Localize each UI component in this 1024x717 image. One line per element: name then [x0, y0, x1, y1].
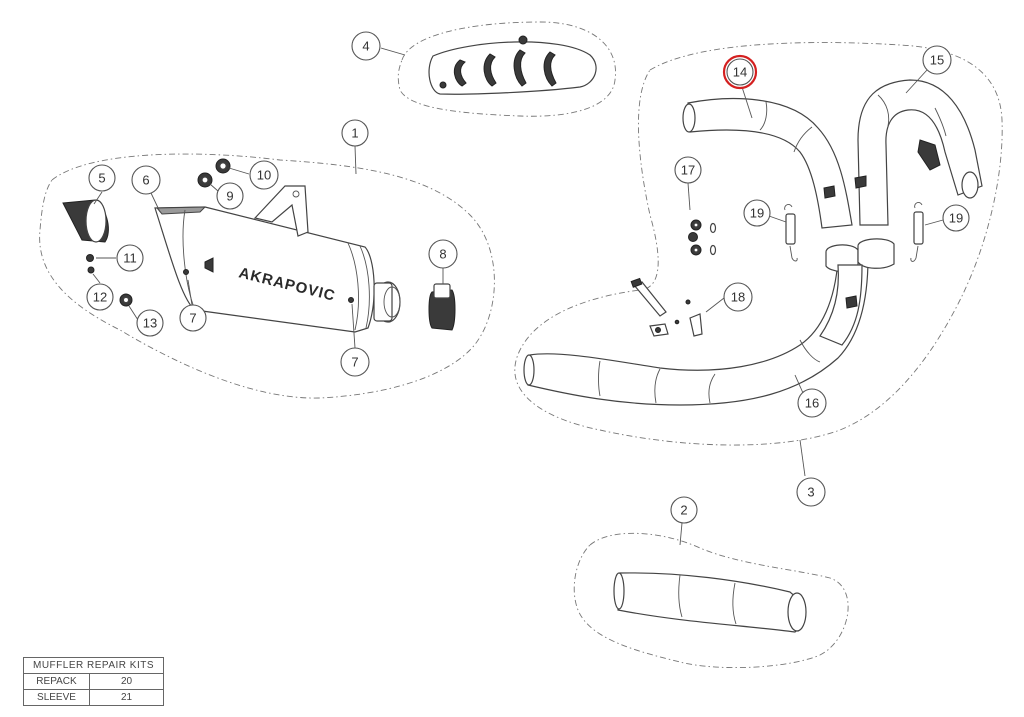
- springs: [784, 201, 924, 262]
- hardware-kit-17: [688, 219, 717, 256]
- callout-17: 17: [674, 156, 702, 184]
- svg-text:17: 17: [681, 163, 695, 178]
- svg-text:4: 4: [362, 39, 369, 54]
- callout-13: 13: [136, 309, 164, 337]
- svg-text:18: 18: [731, 290, 745, 305]
- svg-text:16: 16: [805, 396, 819, 411]
- svg-text:1: 1: [351, 126, 358, 141]
- collector-pipe-16: [523, 238, 895, 406]
- svg-text:11: 11: [123, 251, 137, 266]
- group-outline-muffler: [39, 153, 495, 399]
- svg-text:19: 19: [949, 211, 963, 226]
- repair-kits-title-row: MUFFLER REPAIR KITS: [23, 657, 164, 674]
- repair-kit-name: REPACK: [23, 673, 90, 690]
- svg-text:7: 7: [189, 311, 196, 326]
- callout-9: 9: [216, 182, 244, 210]
- svg-text:9: 9: [226, 189, 233, 204]
- svg-text:14: 14: [733, 65, 747, 80]
- callout-2: 2: [670, 496, 698, 524]
- svg-text:2: 2: [680, 503, 687, 518]
- clamp: [428, 283, 456, 331]
- end-cap: [62, 199, 109, 243]
- svg-text:8: 8: [439, 247, 446, 262]
- repair-kit-number: 20: [89, 673, 164, 690]
- svg-text:5: 5: [98, 171, 105, 186]
- heat-shield: [428, 35, 597, 95]
- callout-6: 6: [131, 165, 161, 195]
- repair-kit-number: 21: [89, 689, 164, 706]
- repair-kit-row: REPACK 20: [23, 673, 164, 690]
- callout-8: 8: [428, 239, 458, 269]
- callout-7-right: 7: [340, 347, 370, 377]
- callout-4: 4: [351, 31, 381, 61]
- callout-19-right: 19: [942, 204, 970, 232]
- callout-11: 11: [116, 244, 144, 272]
- svg-text:13: 13: [143, 316, 157, 331]
- svg-text:7: 7: [351, 355, 358, 370]
- header-pipe-15: [854, 79, 983, 226]
- callout-1: 1: [341, 119, 369, 147]
- header-pipe-14: [682, 98, 853, 229]
- hardware-kit-18: [630, 277, 703, 337]
- callout-15: 15: [922, 45, 952, 75]
- repair-kits-title: MUFFLER REPAIR KITS: [23, 657, 164, 674]
- callout-3: 3: [796, 477, 826, 507]
- svg-text:10: 10: [257, 168, 271, 183]
- group-outline-heat-shield: [397, 21, 616, 117]
- callout-16: 16: [797, 388, 827, 418]
- svg-text:12: 12: [93, 290, 107, 305]
- hardware-small-parts: [86, 158, 231, 307]
- svg-text:6: 6: [142, 173, 149, 188]
- repair-kit-name: SLEEVE: [23, 689, 90, 706]
- callout-14: 14: [722, 54, 758, 90]
- svg-text:15: 15: [930, 53, 944, 68]
- muffler-repair-kits-table: MUFFLER REPAIR KITS REPACK 20 SLEEVE 21: [23, 657, 164, 706]
- callout-19-left: 19: [743, 199, 771, 227]
- svg-text:3: 3: [807, 485, 814, 500]
- svg-text:19: 19: [750, 206, 764, 221]
- callout-14-highlight-ring: [722, 54, 758, 90]
- muffler: AKRAPOVIC: [154, 185, 401, 333]
- callout-10: 10: [249, 160, 279, 190]
- link-pipe-2: [613, 572, 807, 633]
- callout-18: 18: [723, 282, 753, 312]
- repair-kit-row: SLEEVE 21: [23, 689, 164, 706]
- callout-7-left: 7: [179, 304, 207, 332]
- callout-5: 5: [88, 164, 116, 192]
- group-outline-link-pipe: [573, 532, 849, 669]
- callout-12: 12: [86, 283, 114, 311]
- leader-lines: [92, 47, 944, 546]
